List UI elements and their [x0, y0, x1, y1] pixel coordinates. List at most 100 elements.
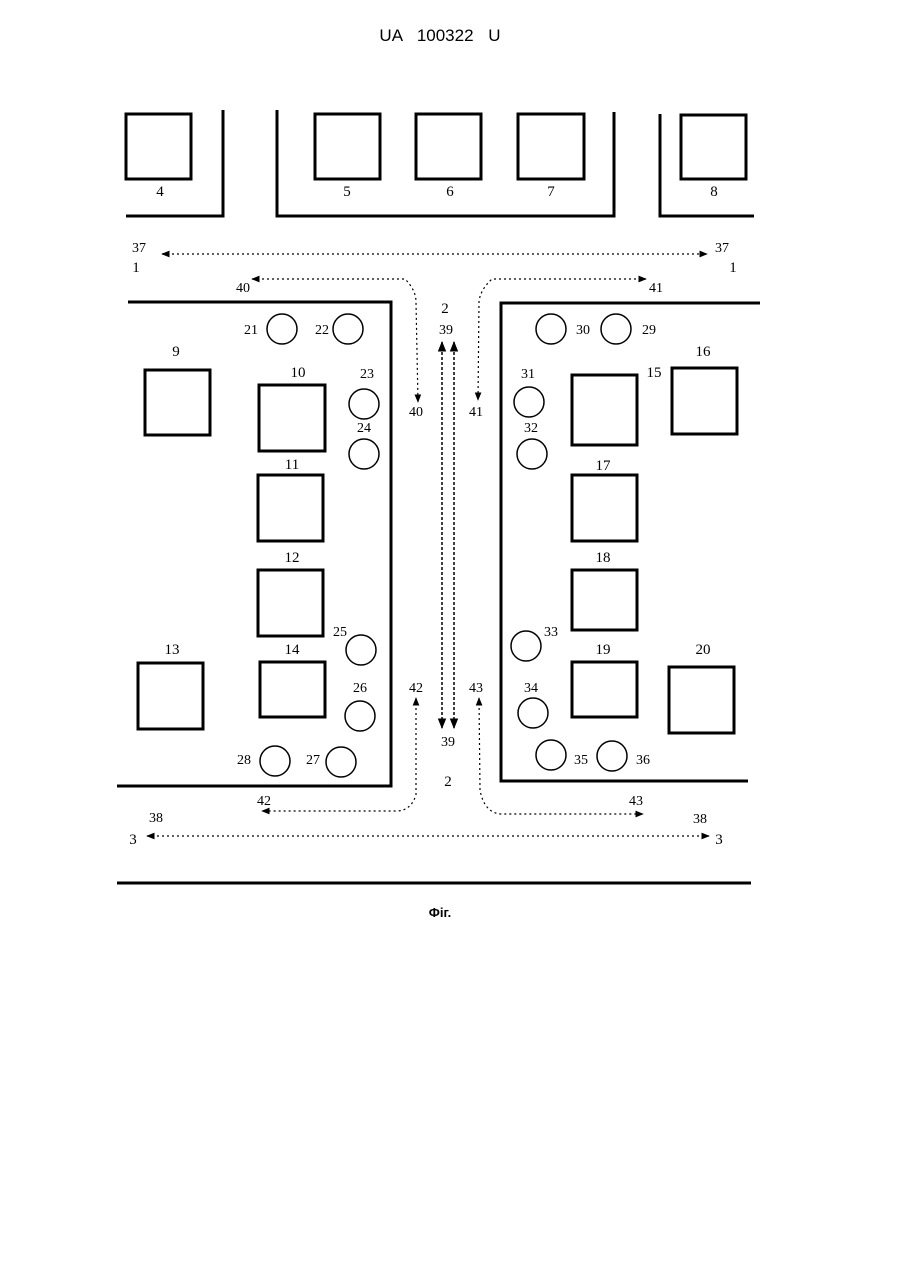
circle-34	[518, 698, 548, 728]
label-circle-21: 21	[244, 323, 258, 338]
label-block-6: 6	[446, 184, 454, 200]
label-route-38-left: 38	[149, 811, 163, 826]
block-labels: 4 5 6 7 8 9 10 11 12 13 14 15 16 17 18 1…	[156, 184, 718, 658]
label-route-37-right: 37	[715, 241, 729, 256]
label-block-19: 19	[596, 642, 611, 658]
circle-31	[514, 387, 544, 417]
block-15	[572, 375, 637, 445]
building-outline-left-top	[126, 110, 223, 216]
flow-routes-lower	[147, 698, 709, 836]
label-route-38-right: 38	[693, 812, 707, 827]
label-block-8: 8	[710, 184, 718, 200]
building-outline-center-top	[277, 110, 614, 216]
block-18	[572, 570, 637, 630]
label-block-4: 4	[156, 184, 164, 200]
side-building-outlines	[117, 302, 760, 786]
circle-26	[345, 701, 375, 731]
circle-29	[601, 314, 631, 344]
label-circle-29: 29	[642, 323, 656, 338]
label-block-5: 5	[343, 184, 351, 200]
circle-32	[517, 439, 547, 469]
block-11	[258, 475, 323, 541]
block-8	[681, 115, 746, 179]
label-block-12: 12	[285, 550, 300, 566]
label-block-16: 16	[696, 344, 712, 360]
route-43	[479, 698, 643, 814]
label-circle-32: 32	[524, 421, 538, 436]
label-block-17: 17	[596, 458, 612, 474]
label-circle-36: 36	[636, 753, 650, 768]
block-20	[669, 667, 734, 733]
block-13	[138, 663, 203, 729]
label-route-42-top: 42	[409, 681, 423, 696]
label-block-10: 10	[291, 365, 306, 381]
label-circle-23: 23	[360, 367, 374, 382]
block-7	[518, 114, 584, 179]
label-route-42-bottom: 42	[257, 794, 271, 809]
label-circle-27: 27	[306, 753, 320, 768]
circle-36	[597, 741, 627, 771]
circle-21	[267, 314, 297, 344]
label-circle-26: 26	[353, 681, 367, 696]
block-5	[315, 114, 380, 179]
block-12	[258, 570, 323, 636]
circular-elements	[260, 314, 631, 777]
label-route-39-top: 39	[439, 323, 453, 338]
block-14	[260, 662, 325, 717]
label-circle-33: 33	[544, 625, 558, 640]
circle-30	[536, 314, 566, 344]
equipment-blocks	[126, 114, 746, 733]
circle-24	[349, 439, 379, 469]
label-zone-2-bottom: 2	[444, 774, 452, 790]
label-block-7: 7	[547, 184, 555, 200]
label-block-11: 11	[285, 457, 299, 473]
label-block-13: 13	[165, 642, 180, 658]
label-route-43-bottom: 43	[629, 794, 643, 809]
building-outline-left	[117, 302, 391, 786]
circle-35	[536, 740, 566, 770]
block-17	[572, 475, 637, 541]
label-route-40-bottom: 40	[409, 405, 423, 420]
route-42	[262, 698, 416, 811]
label-zone-3-right: 3	[715, 832, 723, 848]
label-route-39-bottom: 39	[441, 735, 455, 750]
label-zone-2-top: 2	[441, 301, 449, 317]
label-circle-25: 25	[333, 625, 347, 640]
label-route-41-top: 41	[649, 281, 663, 296]
building-outline-right-top	[660, 114, 754, 216]
central-routes-39	[442, 342, 454, 728]
label-block-14: 14	[285, 642, 301, 658]
block-4	[126, 114, 191, 179]
circle-labels: 21 22 23 24 25 26 27 28 29 30 31 32 33 3…	[237, 323, 656, 768]
route-labels: 37 37 40 40 41 41 39 39 42 42 43 43 38 3…	[132, 241, 729, 827]
label-zone-1-left: 1	[132, 260, 140, 276]
label-zone-1-right: 1	[729, 260, 737, 276]
label-circle-22: 22	[315, 323, 329, 338]
label-route-41-bottom: 41	[469, 405, 483, 420]
block-19	[572, 662, 637, 717]
label-circle-35: 35	[574, 753, 588, 768]
label-circle-34: 34	[524, 681, 538, 696]
circle-33	[511, 631, 541, 661]
label-block-20: 20	[696, 642, 711, 658]
label-block-15: 15	[647, 365, 662, 381]
label-circle-24: 24	[357, 421, 371, 436]
block-10	[259, 385, 325, 451]
label-zone-3-left: 3	[129, 832, 137, 848]
figure-caption: Фіг.	[380, 905, 500, 920]
top-building-outlines	[126, 110, 754, 216]
label-circle-28: 28	[237, 753, 251, 768]
label-route-43-top: 43	[469, 681, 483, 696]
block-16	[672, 368, 737, 434]
block-6	[416, 114, 481, 179]
label-circle-30: 30	[576, 323, 590, 338]
circle-28	[260, 746, 290, 776]
label-block-18: 18	[596, 550, 611, 566]
circle-25	[346, 635, 376, 665]
circle-27	[326, 747, 356, 777]
circle-22	[333, 314, 363, 344]
block-9	[145, 370, 210, 435]
label-circle-31: 31	[521, 367, 535, 382]
circle-23	[349, 389, 379, 419]
